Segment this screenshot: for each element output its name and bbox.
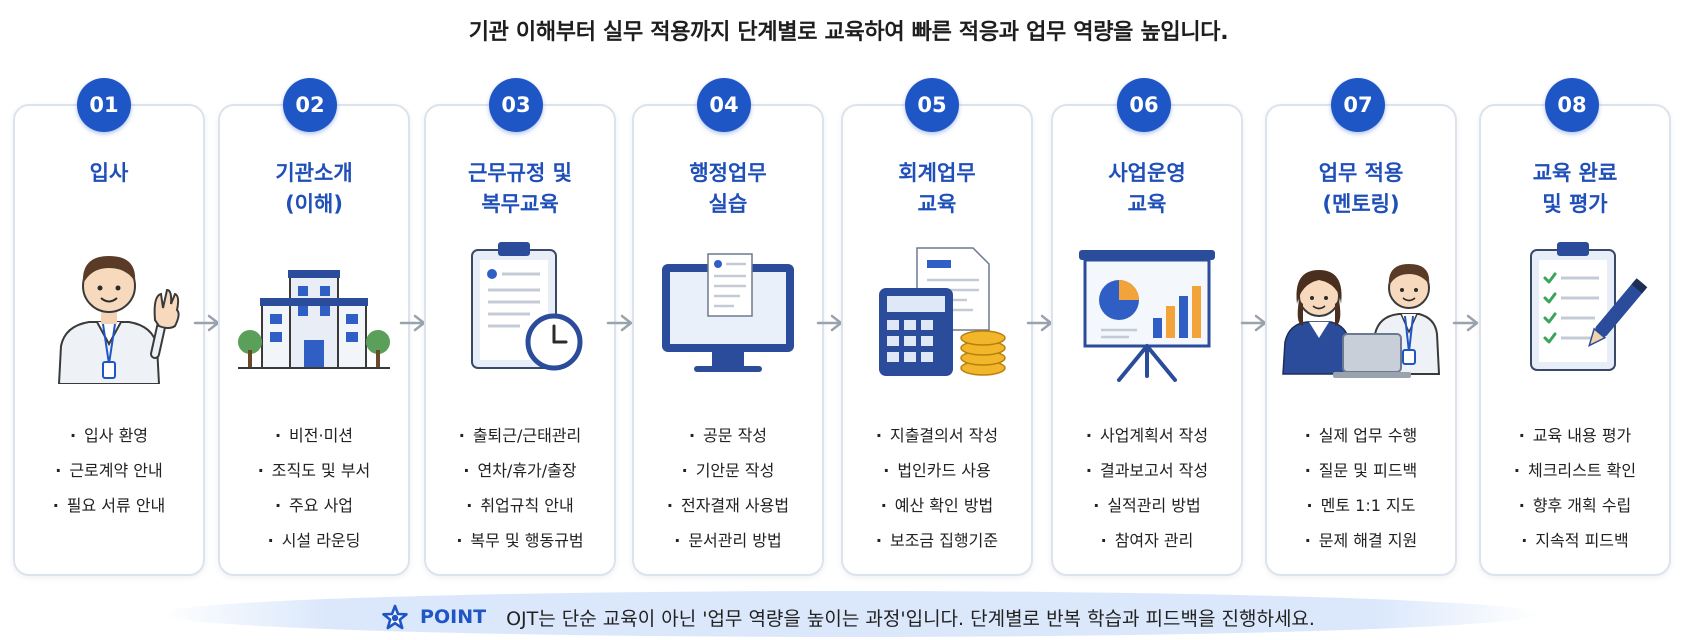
step-title: 행정업무 실습 [689,161,767,216]
list-item: 교육 내용 평가 [1481,418,1669,453]
point-content: POINT OJT는 단순 교육이 아닌 '업무 역량을 높이는 과정'입니다.… [0,594,1697,640]
step-number-badge: 05 [905,78,959,132]
step-number-badge: 08 [1545,78,1599,132]
list-item: 체크리스트 확인 [1481,453,1669,488]
star-icon [382,604,408,630]
list-item: 취업규칙 안내 [426,488,614,523]
step-number-badge: 06 [1117,78,1171,132]
step-card-4: 행정업무 실습 공문 작성 기안문 작성 전자결재 사용법 문서관리 방법 [632,104,824,576]
checklist-pen-icon [1495,234,1655,384]
list-item: 연차/휴가/출장 [426,453,614,488]
clipboard-clock-icon [440,234,600,384]
step-number-badge: 02 [283,78,337,132]
step-title: 사업운영 교육 [1108,161,1186,216]
point-label: POINT [420,606,487,628]
list-item: 공문 작성 [634,418,822,453]
step-card-2: 기관소개 (이해) 비전·미션 조직도 및 부서 주요 사업 시설 라운딩 [218,104,410,576]
list-item: 문서관리 방법 [634,523,822,558]
list-item: 비전·미션 [220,418,408,453]
list-item: 복무 및 행동규범 [426,523,614,558]
step-title: 교육 완료 및 평가 [1532,161,1618,216]
building-icon [234,234,394,384]
point-text: OJT는 단순 교육이 아닌 '업무 역량을 높이는 과정'입니다. 단계별로 … [506,607,1315,630]
list-item: 보조금 집행기준 [843,523,1031,558]
list-item: 주요 사업 [220,488,408,523]
list-item: 향후 개획 수립 [1481,488,1669,523]
step-number-badge: 07 [1331,78,1385,132]
step-title: 업무 적용 (멘토링) [1318,161,1404,216]
list-item: 조직도 및 부서 [220,453,408,488]
step-card-6: 사업운영 교육 사업계획서 작성 결과보고서 작성 실적관리 방법 참여자 관리 [1051,104,1243,576]
list-item: 실적관리 방법 [1053,488,1241,523]
list-item: 법인카드 사용 [843,453,1031,488]
step-number-badge: 01 [77,78,131,132]
monitor-document-icon [648,234,808,384]
list-item: 문제 해결 지원 [1267,523,1455,558]
arrow-right-icon [606,314,633,332]
new-employee-waving-icon [29,234,189,385]
step-title: 근무규정 및 복무교육 [468,161,572,216]
list-item: 시설 라운딩 [220,523,408,558]
step-card-3: 근무규정 및 복무교육 출퇴근/근태관리 연차/휴가/출장 취업규칙 안내 복무… [424,104,616,576]
presentation-board-icon [1067,234,1227,384]
list-item: 출퇴근/근태관리 [426,418,614,453]
mentoring-people-icon [1281,234,1441,384]
list-item: 지속적 피드백 [1481,523,1669,558]
list-item: 예산 확인 방법 [843,488,1031,523]
list-item: 사업계획서 작성 [1053,418,1241,453]
step-card-5: 회계업무 교육 지출결의서 작성 법인카드 [841,104,1033,576]
list-item: 결과보고서 작성 [1053,453,1241,488]
list-item: 멘토 1:1 지도 [1267,488,1455,523]
arrow-right-icon [1452,314,1479,332]
headline: 기관 이해부터 실무 적용까지 단계별로 교육하여 빠른 적응과 업무 역량을 … [468,20,1229,45]
step-card-8: 교육 완료 및 평가 교육 내용 평가 체크리스트 확인 향후 개획 수립 지 [1479,104,1671,576]
calculator-coins-icon [857,234,1017,384]
step-card-1: 입사 입사 환영 근로계약 안내 필요 서류 안내 [13,104,205,576]
list-item: 입사 환영 [15,418,203,453]
list-item: 전자결재 사용법 [634,488,822,523]
list-item: 실제 업무 수행 [1267,418,1455,453]
step-number-badge: 03 [489,78,543,132]
list-item: 기안문 작성 [634,453,822,488]
list-item: 지출결의서 작성 [843,418,1031,453]
list-item: 근로계약 안내 [15,453,203,488]
step-title: 입사 [89,161,129,185]
step-card-7: 업무 적용 (멘토링) 실제 업무 수행 질문 및 피드백 멘토 1:1 지도 [1265,104,1457,576]
list-item: 질문 및 피드백 [1267,453,1455,488]
list-item: 참여자 관리 [1053,523,1241,558]
list-item: 필요 서류 안내 [15,488,203,523]
step-title: 기관소개 (이해) [275,161,353,216]
step-number-badge: 04 [697,78,751,132]
step-title: 회계업무 교육 [898,161,976,216]
